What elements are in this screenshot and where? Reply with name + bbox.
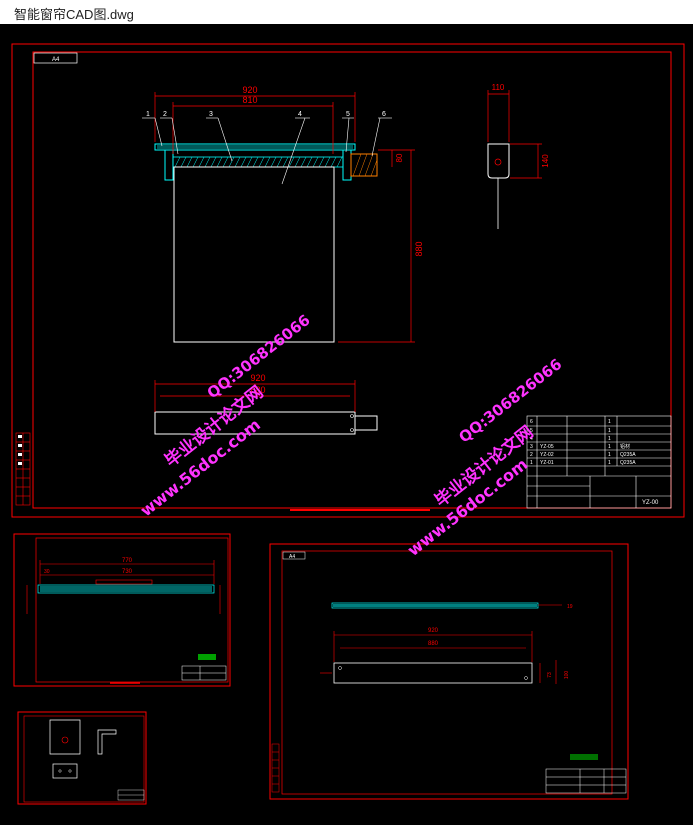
sheet-4 xyxy=(17,711,147,805)
s3-dim-73: 73 xyxy=(547,672,553,678)
s2-dim-770: 770 xyxy=(122,558,133,564)
dim-880-bottom: 880 xyxy=(250,385,265,395)
balloon-4: 4 xyxy=(298,111,302,118)
tb-row1-mat: Q235A xyxy=(620,460,636,466)
s3-dim-880: 880 xyxy=(428,641,439,647)
dim-110: 110 xyxy=(492,83,505,92)
dim-920-bottom: 920 xyxy=(250,373,265,383)
tb-row3-mat: 铝材 xyxy=(620,443,630,450)
cad-viewport[interactable]: A4 xyxy=(0,24,693,825)
s2-dim-30: 30 xyxy=(44,569,50,575)
sheet-2: 770 730 30 xyxy=(13,533,231,687)
cad-drawing-canvas[interactable]: A4 xyxy=(0,24,693,825)
dim-810: 810 xyxy=(242,95,257,105)
tb-row3-code: YZ-05 xyxy=(540,444,554,450)
main-sheet-tag: A4 xyxy=(52,57,60,63)
sheet3-tag: A4 xyxy=(289,554,295,560)
window-title: 智能窗帘CAD图.dwg xyxy=(14,7,134,22)
tb-row1-qty: 1 xyxy=(608,460,611,466)
dim-80: 80 xyxy=(395,153,404,162)
s3-dim-100: 100 xyxy=(564,671,570,680)
tb-row4-qty: 1 xyxy=(608,436,611,442)
dim-880-height: 880 xyxy=(414,241,424,256)
tb-row2-mat: Q235A xyxy=(620,452,636,458)
tb-drawing-no: YZ-00 xyxy=(642,500,659,506)
title-block: 6 1 5 1 4 1 3 YZ-05 1 铝材 2 YZ-02 1 Q235A… xyxy=(526,415,672,509)
main-sheet: A4 xyxy=(11,43,685,518)
side-bracket-view: 110 140 xyxy=(487,83,550,229)
balloon-3: 3 xyxy=(209,111,213,118)
tb-row2-code: YZ-02 xyxy=(540,452,554,458)
tb-row6-qty: 1 xyxy=(608,419,611,425)
sheet-3: A4 19 920 880 73 100 xyxy=(269,543,629,800)
window-titlebar: 智能窗帘CAD图.dwg xyxy=(0,0,693,24)
tb-row3-no: 3 xyxy=(530,444,533,450)
balloon-2: 2 xyxy=(163,111,167,118)
tb-row1-code: YZ-01 xyxy=(540,460,554,466)
tb-row3-qty: 1 xyxy=(608,444,611,450)
dim-140: 140 xyxy=(541,154,550,168)
balloon-1: 1 xyxy=(146,111,150,118)
balloon-5: 5 xyxy=(346,111,350,118)
balloon-6: 6 xyxy=(382,111,386,118)
s3-dim-920: 920 xyxy=(428,628,439,634)
tb-row5-no: 5 xyxy=(530,428,533,434)
tb-row5-qty: 1 xyxy=(608,428,611,434)
left-revision-strip xyxy=(15,432,31,506)
watermark-right: www.56doc.com 毕业设计论文网 QQ:306826066 xyxy=(404,355,566,560)
front-view-assembly: 920 810 880 80 1 2 3 4 5 6 xyxy=(142,85,424,343)
bottom-rail-view: 920 880 xyxy=(154,373,378,435)
tb-row6-no: 6 xyxy=(530,419,533,425)
tb-row1-no: 1 xyxy=(530,460,533,466)
tb-row4-no: 4 xyxy=(530,436,533,442)
s3-dim-19: 19 xyxy=(567,604,573,610)
tb-row2-no: 2 xyxy=(530,452,533,458)
tb-row2-qty: 1 xyxy=(608,452,611,458)
dim-920-top: 920 xyxy=(242,85,257,95)
s2-dim-730: 730 xyxy=(122,569,133,575)
